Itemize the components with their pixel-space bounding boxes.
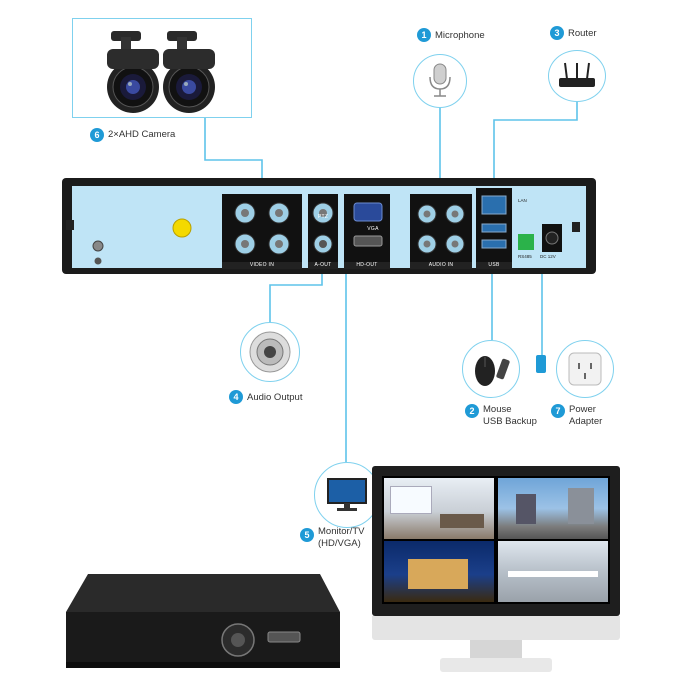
callout-label-audio-output: Audio Output	[247, 392, 303, 403]
dvr-rear-panel	[72, 186, 586, 268]
audio-in-label: AUDIO IN	[410, 262, 472, 269]
monitor-tv-icon	[314, 462, 380, 528]
callout-label-usb-backup: USB Backup	[483, 416, 537, 427]
a-out-label: A-OUT	[308, 262, 338, 269]
mounting-bolt	[66, 220, 74, 230]
vga-label: VGA	[367, 226, 379, 232]
mouse-usb-icon	[462, 340, 520, 398]
hd-out-label: HD-OUT	[344, 262, 390, 269]
monitor-screen	[382, 476, 610, 604]
camera-feed-3	[384, 541, 494, 602]
callout-label-monitor: Monitor/TV	[318, 526, 365, 537]
callout-label-mouse: Mouse	[483, 404, 512, 415]
dvr-front-unit	[66, 570, 340, 670]
callout-label-hd-vga: (HD/VGA)	[318, 538, 361, 549]
callout-number-4: 4	[229, 390, 243, 404]
callout-number-6: 6	[90, 128, 104, 142]
camera-feed-4	[498, 541, 608, 602]
ptz-label: PTZ	[317, 214, 329, 220]
callout-number-7: 7	[551, 404, 565, 418]
audio-output-jack-icon	[240, 322, 300, 382]
camera-feed-1	[384, 478, 494, 539]
lan-label: LAN	[518, 198, 527, 203]
monitor-stand-neck	[470, 640, 522, 658]
monitor-bezel	[372, 616, 620, 640]
camera-feed-2	[498, 478, 608, 539]
dc12v-label: DC 12V	[540, 254, 556, 259]
power-plug-icon	[536, 355, 546, 373]
video-in-label: VIDEO IN	[222, 262, 302, 269]
router-icon	[548, 50, 606, 102]
callout-label-router: Router	[568, 28, 597, 39]
callout-label-power: Power	[569, 404, 596, 415]
microphone-icon	[413, 54, 467, 108]
callout-number-3: 3	[550, 26, 564, 40]
callout-number-2: 2	[465, 404, 479, 418]
callout-label-adapter: Adapter	[569, 416, 603, 427]
rs485-label: RS485	[518, 254, 532, 259]
callout-number-5: 5	[300, 528, 314, 542]
usb-label: USB	[476, 262, 512, 269]
monitor-stand-base	[440, 658, 552, 672]
monitor-display	[372, 466, 620, 616]
callout-label-camera: 2×AHD Camera	[108, 129, 176, 140]
callout-number-1: 1	[417, 28, 431, 42]
power-outlet-icon	[556, 340, 614, 398]
camera-illustration	[72, 18, 252, 118]
callout-label-microphone: Microphone	[435, 30, 485, 41]
